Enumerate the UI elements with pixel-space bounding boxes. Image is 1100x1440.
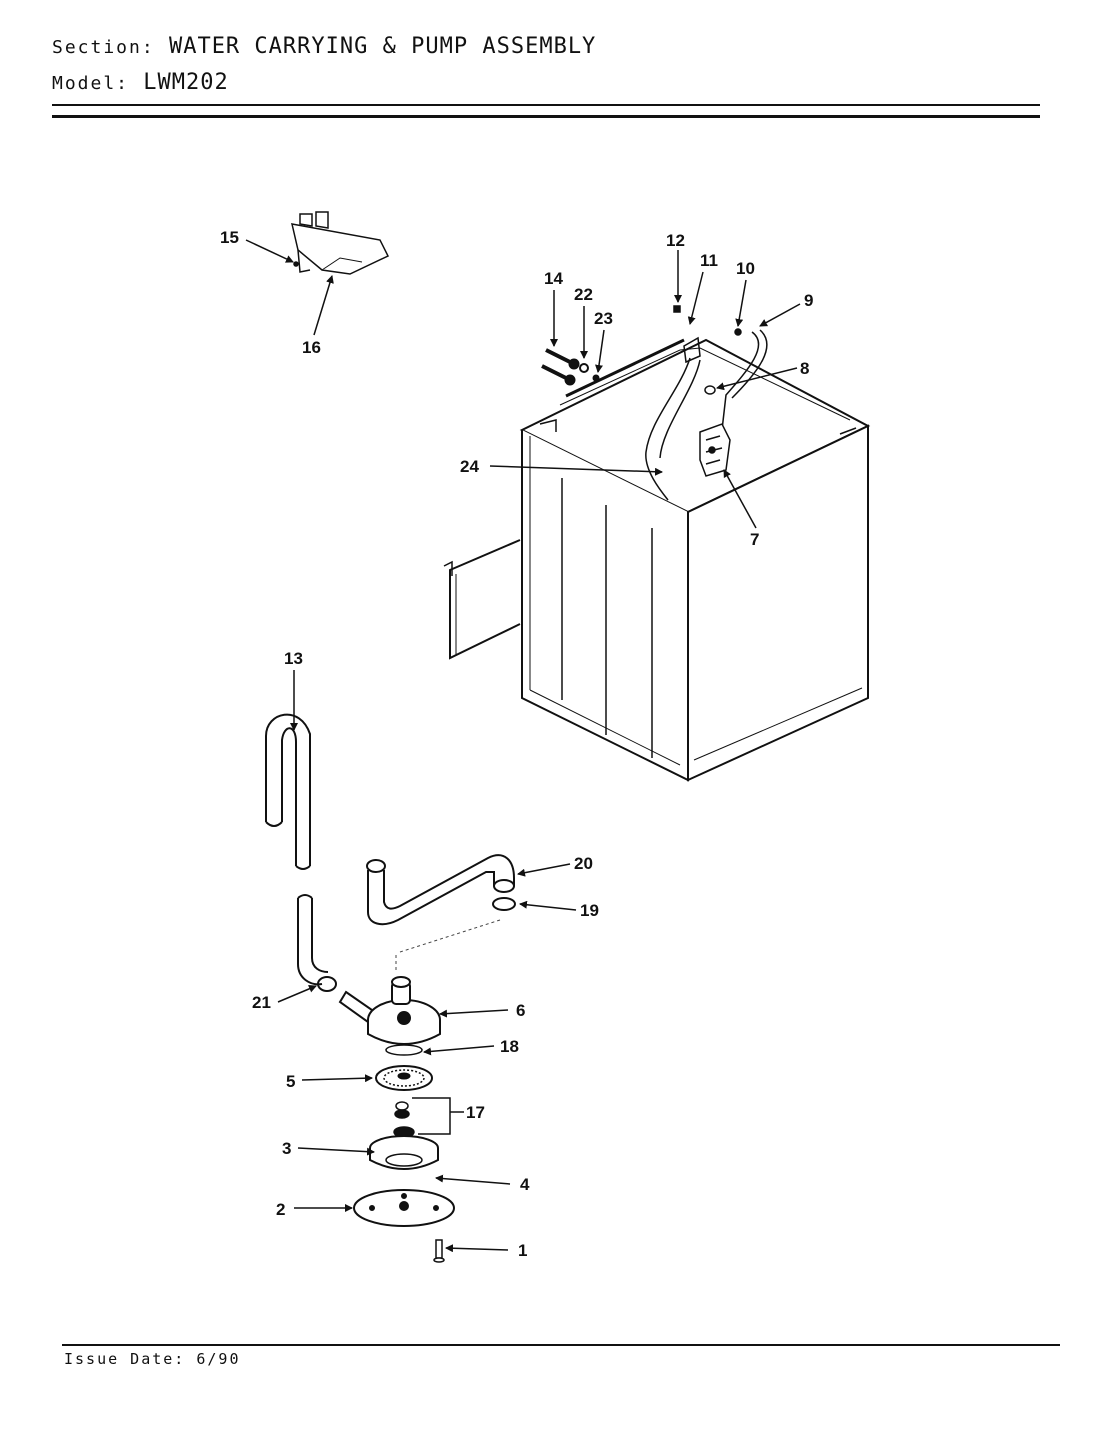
small-clips (673, 305, 742, 336)
callout-14: 14 (544, 269, 563, 288)
callout-16: 16 (302, 338, 321, 357)
section-heading: Section: WATER CARRYING & PUMP ASSEMBLY (52, 34, 596, 59)
callout-21: 21 (252, 993, 271, 1012)
callout-11: 11 (700, 251, 718, 270)
callout-24: 24 (460, 457, 479, 476)
footer-rule (62, 1344, 1060, 1346)
callout-1: 1 (518, 1241, 527, 1260)
impeller-5 (375, 1065, 433, 1091)
pump-housing-6 (338, 976, 441, 1045)
callout-20: 20 (574, 854, 593, 873)
issue-date-value: 6/90 (196, 1350, 241, 1368)
issue-date: Issue Date: 6/90 (64, 1350, 241, 1368)
pump-base-3-4 (369, 1135, 439, 1170)
callout-9: 9 (804, 291, 813, 310)
model-number: LWM202 (143, 70, 229, 95)
callout-3: 3 (282, 1139, 291, 1158)
pump-hose-21 (297, 894, 337, 992)
cover-plate-2 (353, 1189, 455, 1227)
drain-hose-13 (265, 713, 311, 870)
header-rule-top (52, 104, 1040, 106)
hose-20 (366, 854, 515, 926)
issue-date-label: Issue Date: (64, 1350, 186, 1368)
screw-1 (433, 1239, 445, 1263)
callout-labels: 1 2 3 4 5 6 7 8 9 10 11 12 13 14 15 16 1… (220, 228, 813, 1260)
hose-clamp-19 (492, 897, 516, 911)
model-heading: Model: LWM202 (52, 70, 229, 95)
callout-4: 4 (520, 1175, 530, 1194)
callout-5: 5 (286, 1072, 295, 1091)
section-label: Section: (52, 37, 155, 58)
bracket-16 (291, 211, 390, 275)
callout-12: 12 (666, 231, 685, 250)
callout-6: 6 (516, 1001, 525, 1020)
callout-17: 17 (466, 1103, 485, 1122)
washer-cabinet (519, 336, 871, 782)
callout-2: 2 (276, 1200, 285, 1219)
callout-22: 22 (574, 285, 593, 304)
callout-leaders (245, 239, 801, 1253)
callout-8: 8 (800, 359, 809, 378)
lid-panel (443, 539, 521, 660)
callout-15: 15 (220, 228, 239, 247)
callout-7: 7 (750, 530, 759, 549)
internal-hoses (645, 329, 768, 501)
header-rule-bottom (52, 115, 1040, 118)
callout-23: 23 (594, 309, 613, 328)
seal-18 (385, 1044, 423, 1056)
guide-lines (395, 919, 501, 970)
callout-10: 10 (736, 259, 755, 278)
section-title: WATER CARRYING & PUMP ASSEMBLY (168, 34, 597, 59)
callout-13: 13 (284, 649, 303, 668)
callout-17-bracket (412, 1097, 464, 1135)
water-valve (699, 423, 731, 477)
hose-clip-8 (704, 385, 716, 395)
model-label: Model: (52, 73, 130, 94)
seal-set-17 (393, 1101, 415, 1138)
callout-18: 18 (500, 1037, 519, 1056)
mounting-bolts (541, 348, 600, 386)
callout-19: 19 (580, 901, 599, 920)
